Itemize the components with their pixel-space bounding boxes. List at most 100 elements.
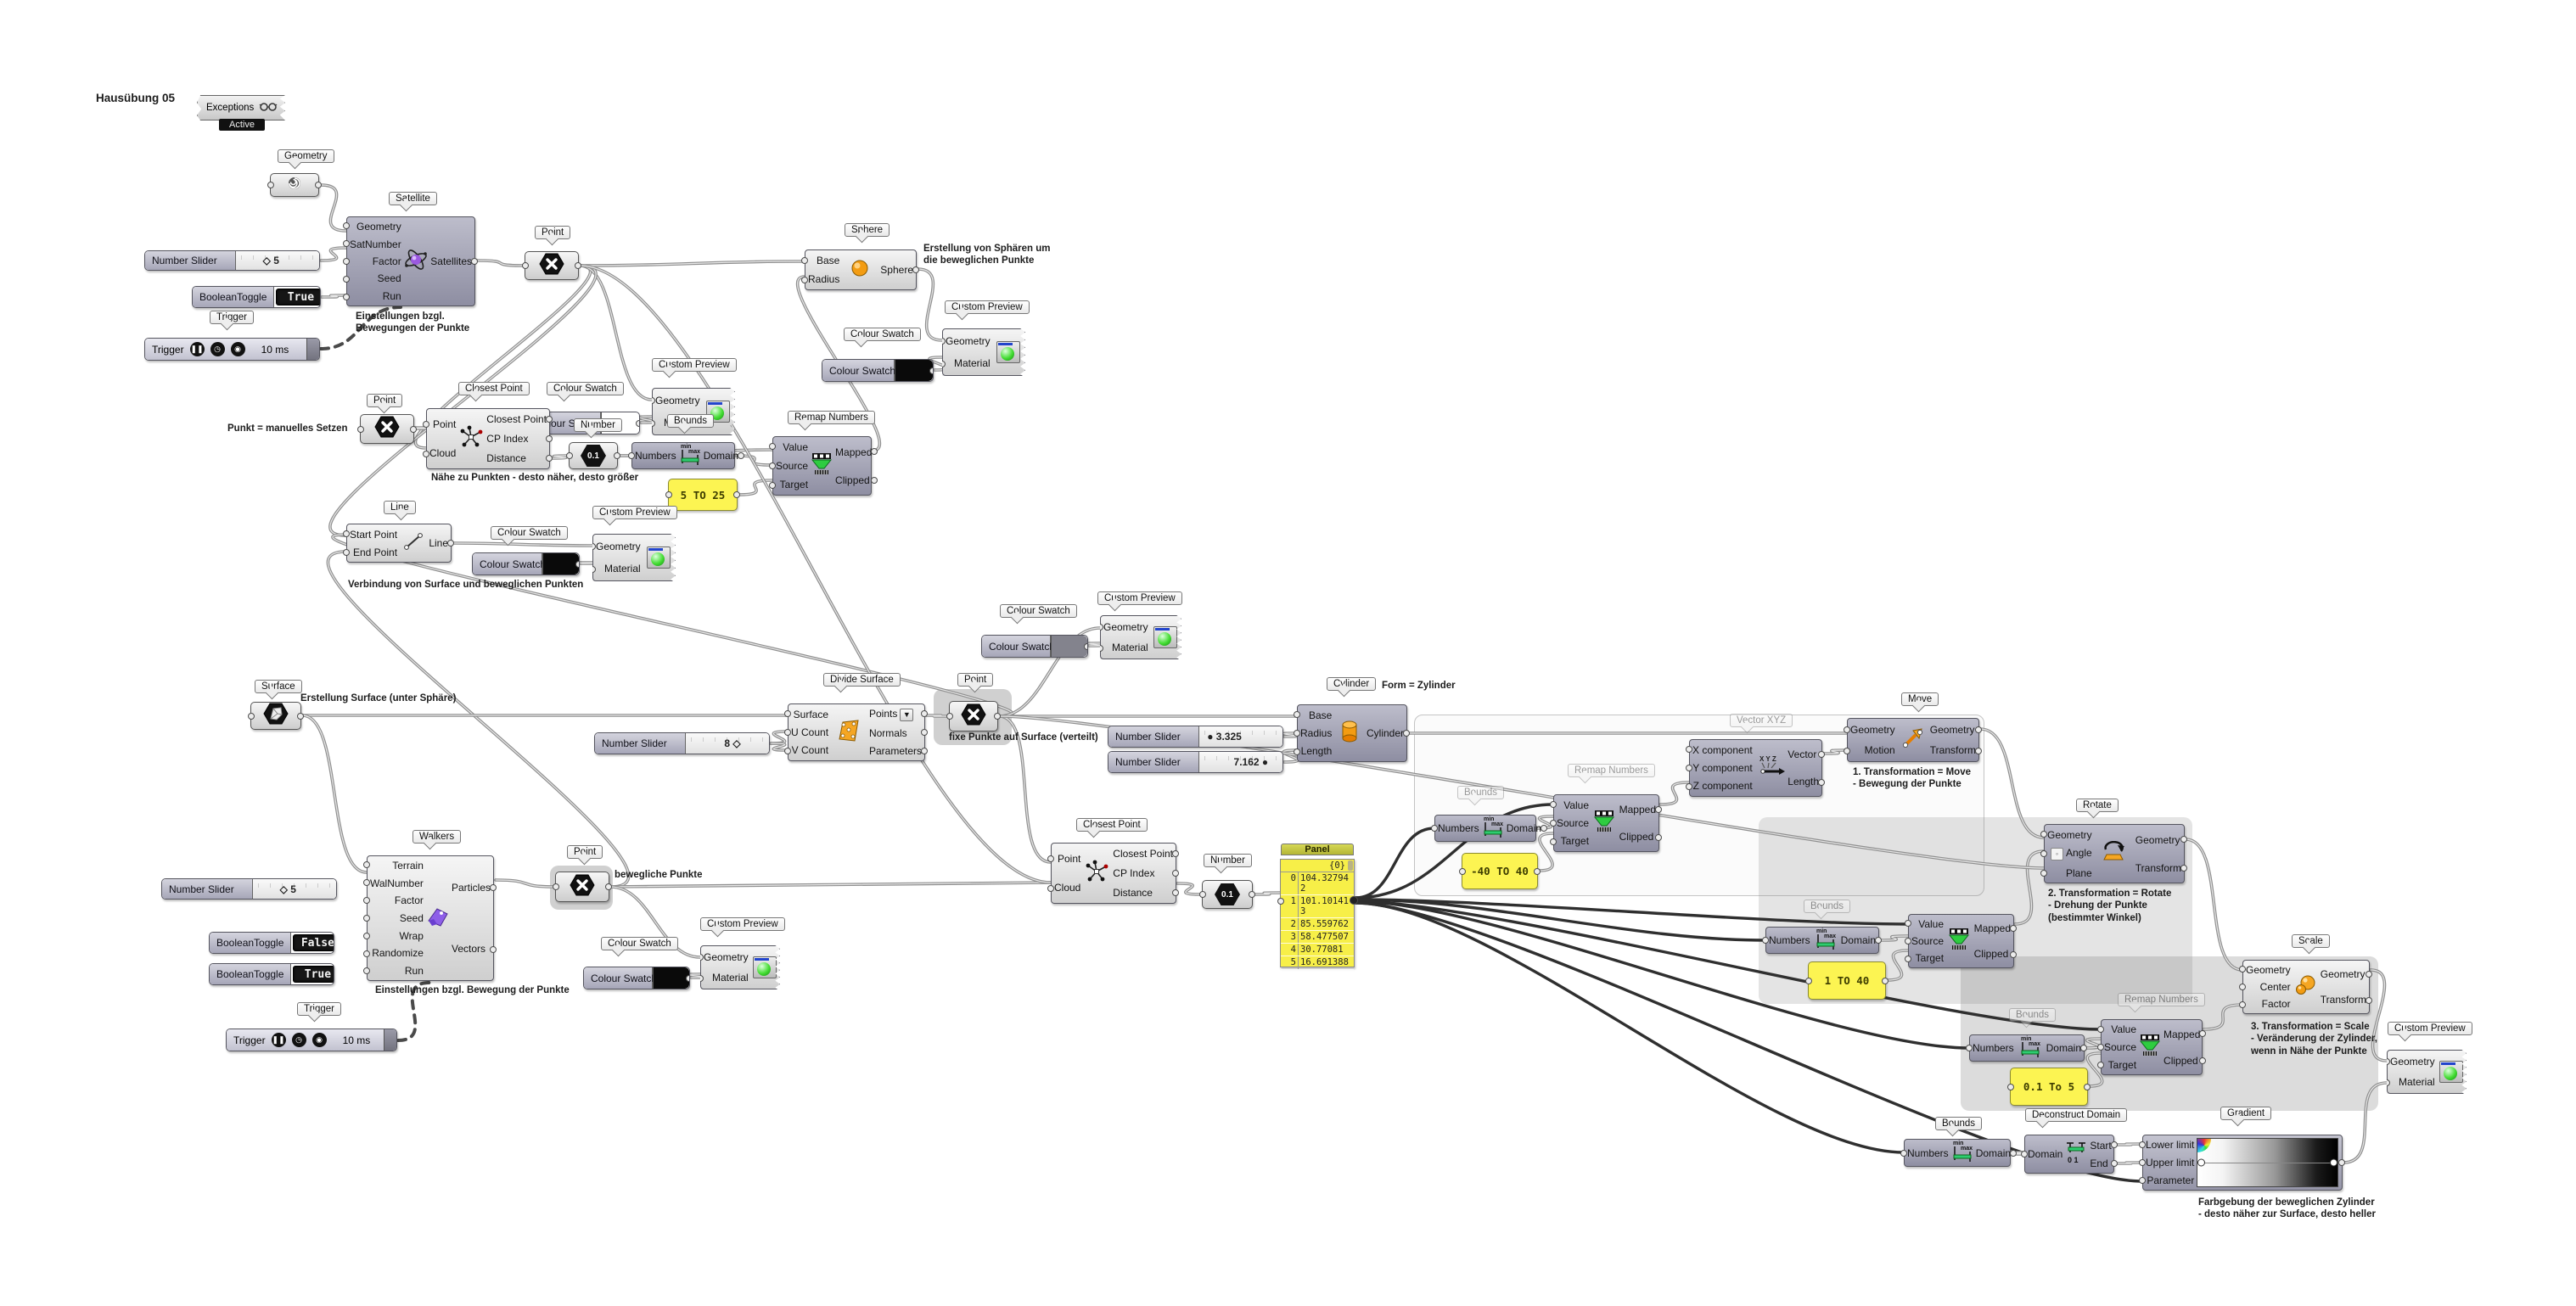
gradient-grip[interactable] [2330, 1158, 2337, 1167]
output-port[interactable] [2010, 1149, 2018, 1157]
input-port[interactable] [592, 565, 596, 573]
output-port[interactable] [1882, 977, 1889, 984]
output-port[interactable] [738, 452, 745, 459]
trigger-endcap[interactable] [384, 1029, 396, 1051]
output-port[interactable] [546, 415, 553, 423]
input-port[interactable] [553, 883, 559, 890]
input-port[interactable] [2239, 983, 2246, 990]
input-port[interactable] [566, 452, 573, 459]
flatten-badge[interactable]: ▼ [900, 709, 914, 722]
input-port[interactable] [363, 950, 370, 957]
output-port[interactable] [2110, 1160, 2118, 1167]
trigger-endcap[interactable] [306, 339, 319, 360]
output-port[interactable] [2010, 950, 2017, 958]
output-port[interactable] [2366, 996, 2372, 1004]
output-port[interactable] [871, 477, 878, 484]
output-port[interactable] [490, 883, 497, 891]
slider-track[interactable]: 8 ◇ [686, 733, 769, 754]
input-port[interactable] [652, 419, 655, 427]
output-port[interactable] [921, 748, 928, 754]
output-port[interactable] [1818, 750, 1825, 758]
input-port[interactable] [2387, 1079, 2390, 1086]
output-port[interactable] [2180, 836, 2187, 843]
input-port[interactable] [592, 542, 596, 550]
panel-scrollbar[interactable] [1348, 860, 1353, 871]
input-port[interactable] [946, 713, 953, 720]
gradient-grip[interactable] [2197, 1158, 2206, 1167]
pause-icon[interactable]: ❚❚ [189, 342, 205, 356]
input-port[interactable] [801, 276, 808, 283]
input-port[interactable] [363, 932, 370, 939]
output-port[interactable] [1172, 889, 1179, 897]
input-port[interactable] [801, 256, 808, 264]
output-port[interactable] [2010, 924, 2017, 932]
satnumber-slider[interactable]: Number Slider◇ 5 [144, 250, 320, 271]
output-port[interactable] [2338, 1159, 2345, 1166]
trigger-satellite[interactable]: Trigger❚❚◷◉10 ms [144, 338, 320, 361]
trigger-walkers[interactable]: Trigger❚❚◷◉10 ms [226, 1029, 397, 1051]
manual-point-param[interactable] [357, 414, 417, 444]
output-port[interactable] [546, 434, 553, 442]
number-param-2[interactable]: 0.1 [1199, 880, 1255, 909]
input-port[interactable] [1905, 955, 1911, 962]
output-port[interactable] [1975, 747, 1982, 754]
input-port[interactable] [1762, 937, 1769, 944]
input-port[interactable] [363, 897, 370, 905]
input-port[interactable] [2097, 1025, 2104, 1033]
output-port[interactable] [686, 974, 689, 982]
slider-track[interactable]: ◇ 5 [236, 251, 319, 270]
fixed-point-param[interactable] [946, 701, 1001, 731]
output-port[interactable] [912, 266, 919, 273]
input-port[interactable] [1459, 867, 1466, 875]
input-port[interactable] [423, 450, 429, 457]
output-port[interactable] [636, 419, 639, 427]
input-port[interactable] [2040, 869, 2047, 877]
radius-slider[interactable]: Number Slider● 3.325 [1108, 726, 1283, 748]
input-port[interactable] [1805, 977, 1812, 984]
input-port[interactable] [1686, 746, 1692, 753]
pause-icon[interactable]: ❚❚ [271, 1033, 286, 1047]
input-port[interactable] [2097, 1043, 2104, 1051]
input-port[interactable] [784, 748, 791, 754]
walnumber-slider[interactable]: Number Slider◇ 5 [161, 878, 337, 900]
output-port[interactable] [2080, 1045, 2087, 1051]
input-port[interactable] [363, 914, 370, 922]
slider-track[interactable]: 7.162 ● [1199, 752, 1282, 772]
timer-icon[interactable]: ◷ [210, 342, 225, 356]
input-port[interactable] [522, 262, 529, 269]
input-port[interactable] [1844, 726, 1850, 733]
slider-track[interactable]: ● 3.325 [1199, 726, 1282, 747]
panel-5-to-25[interactable]: 5 TO 25 [665, 479, 740, 511]
input-port[interactable] [363, 967, 370, 975]
input-port[interactable] [769, 462, 776, 469]
number-param-1[interactable]: 0.1 [566, 442, 620, 469]
moving-point-param[interactable] [553, 872, 612, 902]
output-port[interactable] [1403, 730, 1410, 737]
slider-track[interactable]: ◇ 5 [253, 879, 336, 899]
output-port[interactable] [2199, 1030, 2207, 1037]
input-port[interactable] [942, 360, 946, 367]
output-port[interactable] [1875, 937, 1882, 944]
output-port[interactable] [2199, 1057, 2207, 1064]
exceptions-widget[interactable]: Exceptions [197, 95, 285, 121]
output-port[interactable] [994, 713, 1001, 720]
output-port[interactable] [614, 452, 620, 459]
